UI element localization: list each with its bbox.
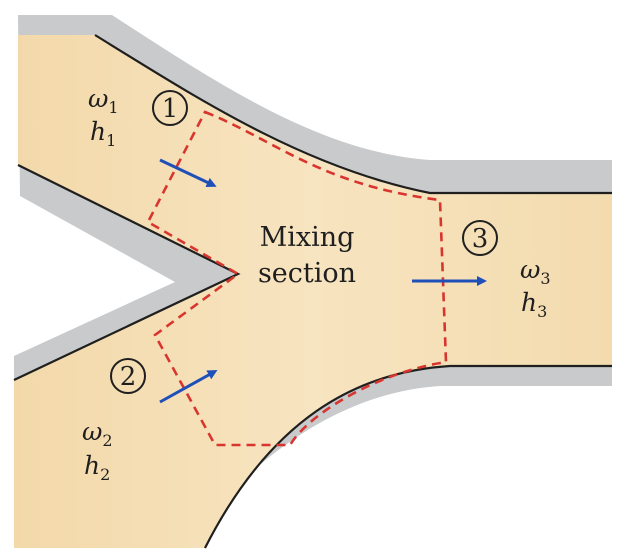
divider-wedge-line (13, 164, 241, 381)
state-1-circle (152, 90, 188, 126)
upper-wall-line (94, 34, 612, 195)
mixing-label-line1: Mixing (260, 222, 355, 253)
inlet-1-flow-arrow (159, 158, 217, 187)
state-3-omega: ω3 (520, 255, 551, 288)
state-1-number: 1 (162, 94, 179, 124)
state-3-enthalpy: h3 (521, 288, 547, 321)
state-2-number: 2 (120, 362, 137, 392)
inlet-2-flow-arrow (159, 370, 218, 404)
state-3-number: 3 (472, 224, 489, 254)
mixing-label-line2: section (258, 258, 356, 289)
state-2-circle (110, 358, 146, 394)
control-volume-boundary (146, 110, 448, 447)
state-2-enthalpy: h2 (84, 451, 110, 484)
state-1-enthalpy: h1 (90, 117, 116, 150)
state-1-omega: ω1 (88, 84, 119, 117)
lower-wall-line (204, 364, 612, 549)
state-2-omega: ω2 (82, 417, 113, 450)
state-3-circle (462, 220, 498, 256)
